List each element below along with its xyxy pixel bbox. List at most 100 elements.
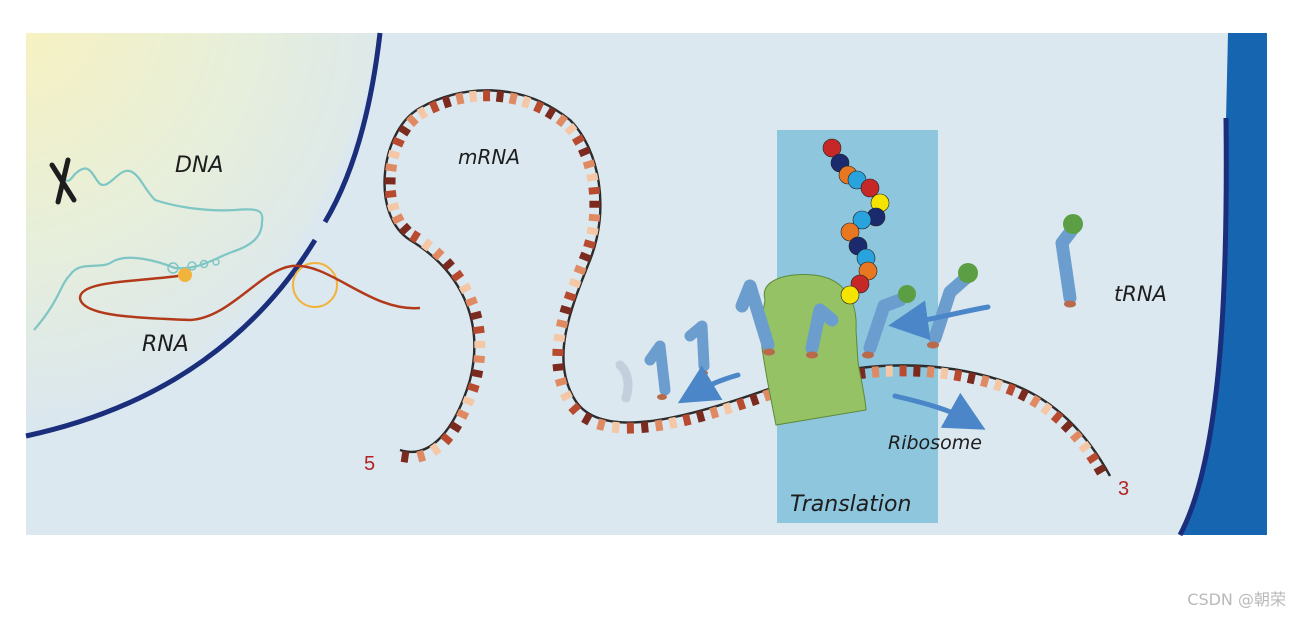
codon-stripe	[568, 402, 582, 416]
codon-stripe	[993, 378, 1003, 392]
codon-stripe	[582, 159, 596, 170]
amino-acid-bead	[840, 222, 860, 242]
amino-acid-bead	[822, 138, 842, 158]
codon-stripe	[508, 92, 518, 105]
codon-stripe	[762, 388, 773, 402]
codon-stripe	[555, 319, 569, 329]
codon-stripe	[471, 369, 484, 378]
codon-stripe	[384, 189, 397, 199]
chromosome-icon	[49, 157, 77, 205]
codon-stripe	[857, 367, 866, 380]
movement-arrows	[677, 300, 991, 430]
codon-stripe	[1069, 430, 1083, 443]
cell-membrane-edge	[1177, 117, 1229, 537]
trna-label: tRNA	[1114, 282, 1167, 306]
codon-stripe	[611, 421, 620, 434]
codon-stripe	[1050, 410, 1064, 424]
codon-stripe	[1005, 383, 1017, 396]
codon-stripe	[1086, 452, 1100, 465]
rna-strand	[78, 264, 421, 322]
codon-stripe	[640, 421, 649, 434]
codon-stripe	[458, 282, 472, 294]
mrna-backbone	[383, 89, 1112, 477]
ribosome-movement-arrow	[892, 392, 986, 430]
codon-stripe	[559, 305, 573, 315]
codon-stripe	[586, 172, 599, 182]
codon-stripe	[568, 277, 582, 289]
codon-stripe	[573, 264, 587, 276]
dna-strand	[33, 167, 264, 331]
exit-arrow	[677, 365, 741, 404]
codon-stripe	[586, 226, 599, 236]
amino-acid-bead	[840, 285, 860, 305]
codon-stripe	[966, 371, 976, 385]
codon-stripe	[387, 202, 400, 212]
codon-stripe	[578, 146, 591, 158]
rna-polymerase	[178, 268, 192, 282]
codon-stripe	[544, 106, 557, 120]
codon-stripe	[420, 238, 434, 252]
codon-stripe	[554, 377, 568, 387]
codon-stripe	[1060, 420, 1074, 433]
watermark: CSDN @朝荣	[1187, 590, 1286, 609]
codon-stripe	[451, 269, 465, 282]
codon-stripe	[473, 355, 485, 364]
codon-stripe	[387, 149, 401, 160]
codon-stripe	[552, 363, 565, 372]
codon-stripe	[416, 106, 429, 120]
codon-stripe	[553, 333, 566, 343]
codon-stripe	[441, 95, 452, 109]
codon-stripe	[563, 291, 577, 302]
codon-stripe	[736, 397, 747, 411]
codon-stripe	[555, 114, 568, 128]
trna-exiting-1	[644, 340, 671, 400]
incoming-arrow	[888, 300, 991, 341]
codon-stripe	[428, 100, 440, 114]
codon-stripe	[588, 213, 601, 222]
nuclear-membrane-upper	[322, 32, 383, 224]
codon-stripe	[709, 406, 720, 419]
codon-stripe	[668, 416, 678, 430]
codon-stripe	[469, 90, 478, 103]
codon-stripe	[391, 213, 405, 225]
codon-stripe	[583, 239, 596, 250]
codon-stripe	[409, 230, 421, 244]
codon-stripe	[462, 395, 475, 407]
translation-label: Translation	[790, 492, 911, 517]
codon-stripe	[472, 325, 485, 335]
dna-replication-bubbles	[167, 258, 220, 274]
codon-stripe	[397, 124, 412, 137]
trna-p-site	[805, 303, 839, 359]
codon-stripe	[596, 418, 606, 431]
codon-stripe	[979, 375, 990, 388]
codon-stripe	[440, 432, 454, 446]
codon-stripe	[695, 410, 706, 423]
codon-stripe	[1017, 388, 1029, 402]
nuclear-membrane-lower	[25, 238, 318, 439]
codon-stripe	[871, 366, 880, 378]
codon-stripe	[416, 449, 427, 463]
trna-free	[1055, 214, 1083, 308]
codon-stripe	[456, 408, 470, 420]
codon-stripe	[571, 134, 585, 146]
codon-stripe	[385, 163, 398, 172]
rna-label: RNA	[142, 332, 189, 357]
nucleus	[26, 33, 380, 436]
codon-stripe	[495, 90, 505, 103]
codon-stripe	[442, 258, 455, 271]
codon-stripe	[588, 186, 601, 195]
codon-stripe	[1093, 463, 1107, 476]
codon-stripe	[406, 114, 419, 127]
codon-stripe	[400, 450, 410, 463]
codon-stripe	[682, 413, 692, 427]
mrna-label: mRNA	[458, 145, 520, 169]
codon-stripe	[940, 367, 949, 380]
codon-stripe	[1078, 440, 1092, 454]
codon-stripe	[953, 369, 963, 382]
codon-stripe	[749, 393, 760, 407]
amino-acid-bead	[852, 210, 872, 230]
codon-stripe	[429, 442, 442, 456]
codon-stripe	[564, 122, 578, 136]
codon-stripe	[398, 222, 412, 236]
trna-incoming	[927, 263, 978, 349]
